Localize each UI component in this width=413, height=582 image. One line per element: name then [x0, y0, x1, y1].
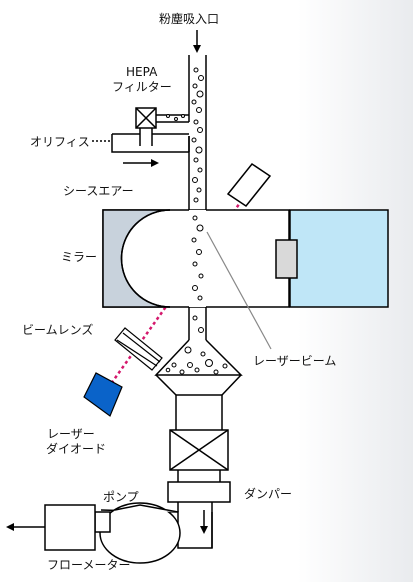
label-laser: レーザー: [47, 427, 95, 441]
label-sheath-air: シースエアー: [63, 184, 134, 198]
label-pump: ポンプ: [103, 490, 139, 504]
label-orifice: オリフィス: [30, 135, 90, 149]
label-beam-lens: ビームレンズ: [22, 323, 94, 337]
label-flow-meter: フローメーター: [47, 558, 131, 572]
label-mirror: ミラー: [61, 250, 98, 264]
label-hepa: HEPA: [126, 65, 158, 79]
label-damper: ダンパー: [244, 487, 293, 501]
beam-lens-icon: [114, 327, 163, 371]
flow-meter-box: [44, 504, 96, 551]
beam-dump-icon: [226, 162, 272, 208]
label-filter: フィルター: [112, 80, 172, 94]
label-laser-beam: レーザービーム: [253, 354, 337, 368]
label-dust-inlet: 粉塵吸入口: [159, 12, 220, 26]
particles: [166, 67, 204, 203]
damper-box: [167, 481, 231, 503]
laser-beam-leader: [206, 231, 272, 350]
photodetector: [289, 209, 389, 308]
inlet-arrowhead-icon: [193, 45, 201, 53]
laser-diode: [83, 372, 123, 417]
detector-lens: [275, 239, 298, 279]
label-diode: ダイオード: [46, 442, 107, 456]
pump-icon: [94, 502, 213, 564]
